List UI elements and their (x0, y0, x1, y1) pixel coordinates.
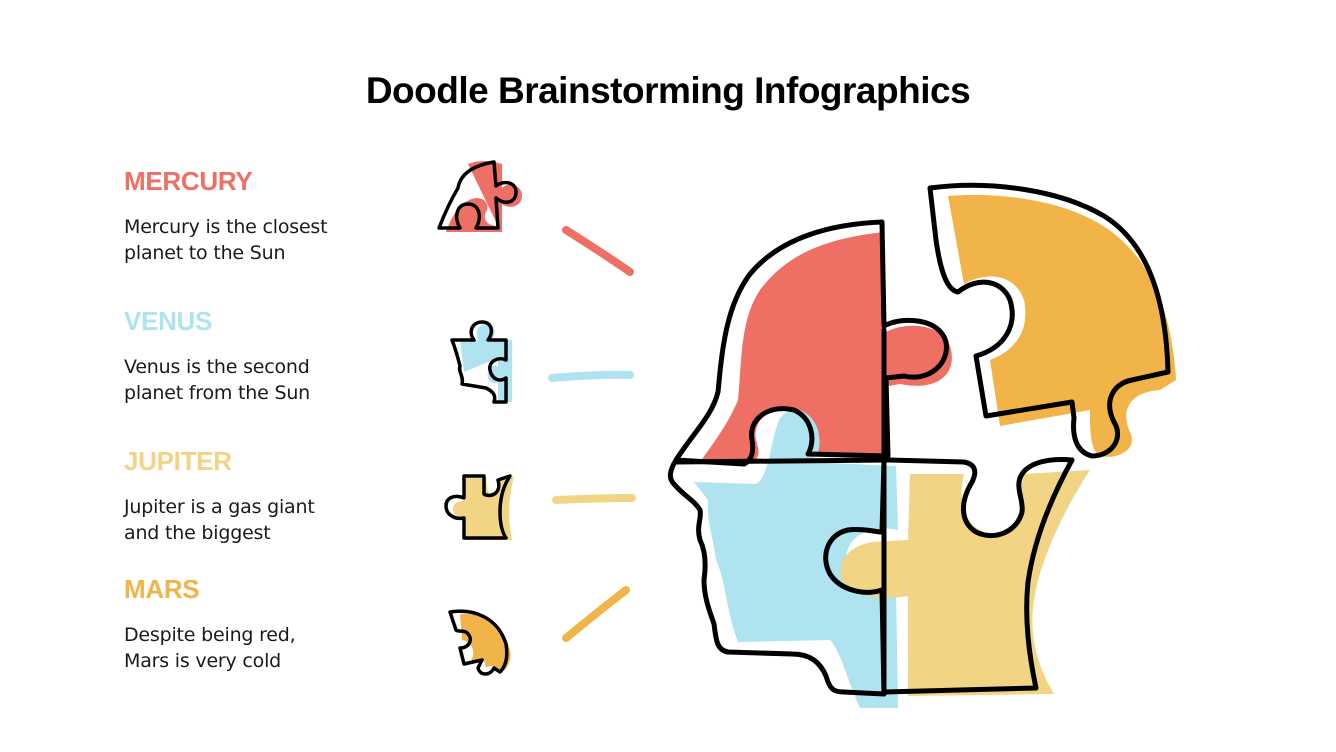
item-heading: VENUS (124, 306, 213, 336)
connector-line-orange (562, 586, 630, 642)
item-mercury: MERCURY Mercury is the closest planet to… (124, 166, 404, 266)
description-line: planet from the Sun (124, 382, 311, 404)
description-line: Despite being red, (124, 624, 296, 646)
description-line: Jupiter is a gas giant (124, 496, 315, 518)
puzzle-piece-orange-icon (448, 609, 511, 676)
item-jupiter: JUPITER Jupiter is a gas giant and the b… (124, 446, 404, 546)
description-line: and the biggest (124, 522, 271, 544)
item-description: Despite being red, Mars is very cold (124, 622, 404, 674)
description-line: Mars is very cold (124, 650, 282, 672)
puzzle-piece-orange (948, 195, 1176, 457)
item-heading: MARS (124, 574, 200, 604)
description-line: Venus is the second (124, 356, 310, 378)
item-venus: VENUS Venus is the second planet from th… (124, 306, 404, 406)
item-description: Mercury is the closest planet to the Sun (124, 214, 404, 266)
connector-line-yellow (552, 494, 636, 504)
puzzle-piece-blue (694, 409, 898, 708)
item-mars: MARS Despite being red, Mars is very col… (124, 574, 404, 674)
item-heading: JUPITER (124, 446, 232, 476)
item-description: Venus is the second planet from the Sun (124, 354, 404, 406)
connector-line-blue (548, 370, 634, 382)
item-heading: MERCURY (124, 166, 253, 196)
description-line: Mercury is the closest (124, 216, 328, 238)
puzzle-piece-red (700, 232, 952, 462)
description-line: planet to the Sun (124, 242, 286, 264)
puzzle-piece-yellow-icon (444, 474, 514, 540)
head-puzzle-illustration (667, 182, 1176, 708)
puzzle-piece-blue-icon (450, 320, 512, 404)
page-title: Doodle Brainstorming Infographics (365, 70, 971, 111)
puzzle-piece-red-icon (437, 160, 522, 232)
connector-line-red (562, 226, 634, 276)
item-description: Jupiter is a gas giant and the biggest (124, 494, 404, 546)
